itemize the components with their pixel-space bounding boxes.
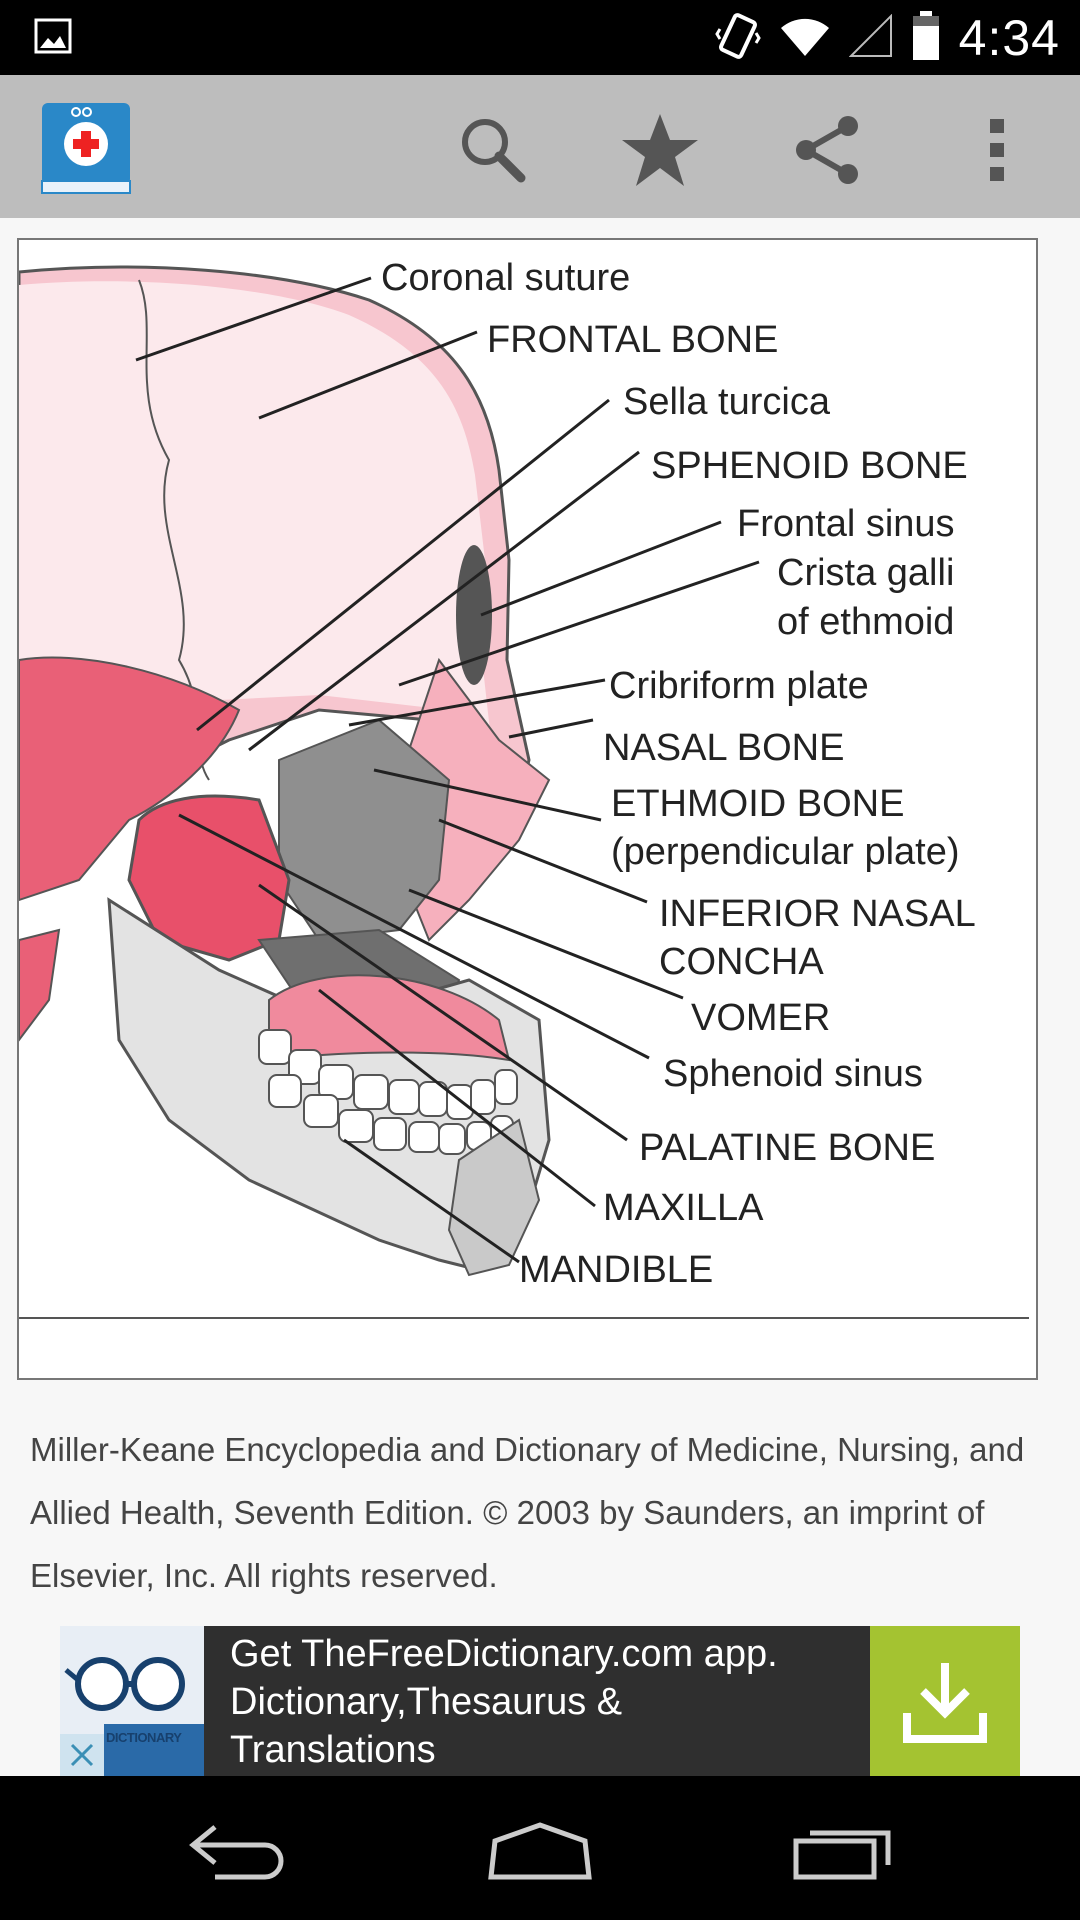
ad-line-3: Translations <box>230 1729 436 1771</box>
image-notification-icon <box>34 18 72 61</box>
star-icon[interactable] <box>615 105 705 195</box>
ad-thumbnail: DICTIONARY <box>60 1626 204 1776</box>
label-vomer: VOMER <box>691 997 830 1039</box>
label-crista-galli-line2: of ethmoid <box>777 601 954 643</box>
figure-caption: Miller-Keane Encyclopedia and Dictionary… <box>30 1431 1025 1594</box>
label-frontal-bone: FRONTAL BONE <box>487 319 778 361</box>
ad-thumb-label: DICTIONARY <box>106 1730 182 1745</box>
overflow-menu-icon[interactable] <box>952 105 1042 195</box>
label-crista-galli: Crista galli <box>777 552 954 594</box>
label-inferior-nasal-line2: CONCHA <box>659 941 824 983</box>
clock: 4:34 <box>958 10 1060 66</box>
ad-text[interactable]: Get TheFreeDictionary.com app. Dictionar… <box>204 1626 870 1776</box>
label-sphenoid-bone: SPHENOID BONE <box>651 445 968 487</box>
recent-apps-icon[interactable] <box>768 1806 918 1896</box>
label-nasal-bone: NASAL BONE <box>603 727 844 769</box>
content-area: Coronal suture FRONTAL BONE Sella turcic… <box>0 218 1080 1628</box>
ad-line-1: Get TheFreeDictionary.com app. <box>230 1633 778 1675</box>
label-inferior-nasal: INFERIOR NASAL <box>659 893 976 935</box>
search-icon[interactable] <box>448 105 538 195</box>
label-sella-turcica: Sella turcica <box>623 381 831 423</box>
label-ethmoid-bone: ETHMOID BONE <box>611 783 904 825</box>
vibrate-icon <box>714 11 761 66</box>
label-cribriform-plate: Cribriform plate <box>609 665 869 707</box>
label-mandible: MANDIBLE <box>519 1249 713 1291</box>
skull-diagram: Coronal suture FRONTAL BONE Sella turcic… <box>17 238 1038 1380</box>
ad-line-2: Dictionary,Thesaurus & <box>230 1681 623 1723</box>
medical-dictionary-app-icon[interactable] <box>40 97 132 195</box>
cell-signal-icon <box>848 13 893 63</box>
ad-download-button[interactable] <box>870 1626 1020 1776</box>
home-icon[interactable] <box>465 1806 615 1896</box>
label-maxilla: MAXILLA <box>603 1187 764 1229</box>
battery-icon <box>911 10 941 67</box>
action-bar <box>0 75 1080 218</box>
share-icon[interactable] <box>783 105 873 195</box>
ad-banner[interactable]: DICTIONARY Get TheFreeDictionary.com app… <box>60 1626 1020 1776</box>
ad-close-button[interactable] <box>60 1734 104 1776</box>
wifi-icon <box>779 14 831 63</box>
navigation-bar <box>0 1776 1080 1920</box>
label-palatine-bone: PALATINE BONE <box>639 1127 935 1169</box>
download-icon <box>903 1663 987 1743</box>
status-bar: 4:34 <box>0 0 1080 75</box>
back-icon[interactable] <box>165 1806 315 1896</box>
label-coronal-suture: Coronal suture <box>381 257 630 299</box>
label-sphenoid-sinus: Sphenoid sinus <box>663 1053 923 1095</box>
label-frontal-sinus: Frontal sinus <box>737 503 955 545</box>
close-icon <box>70 1743 94 1767</box>
label-ethmoid-bone-line2: (perpendicular plate) <box>611 831 960 873</box>
